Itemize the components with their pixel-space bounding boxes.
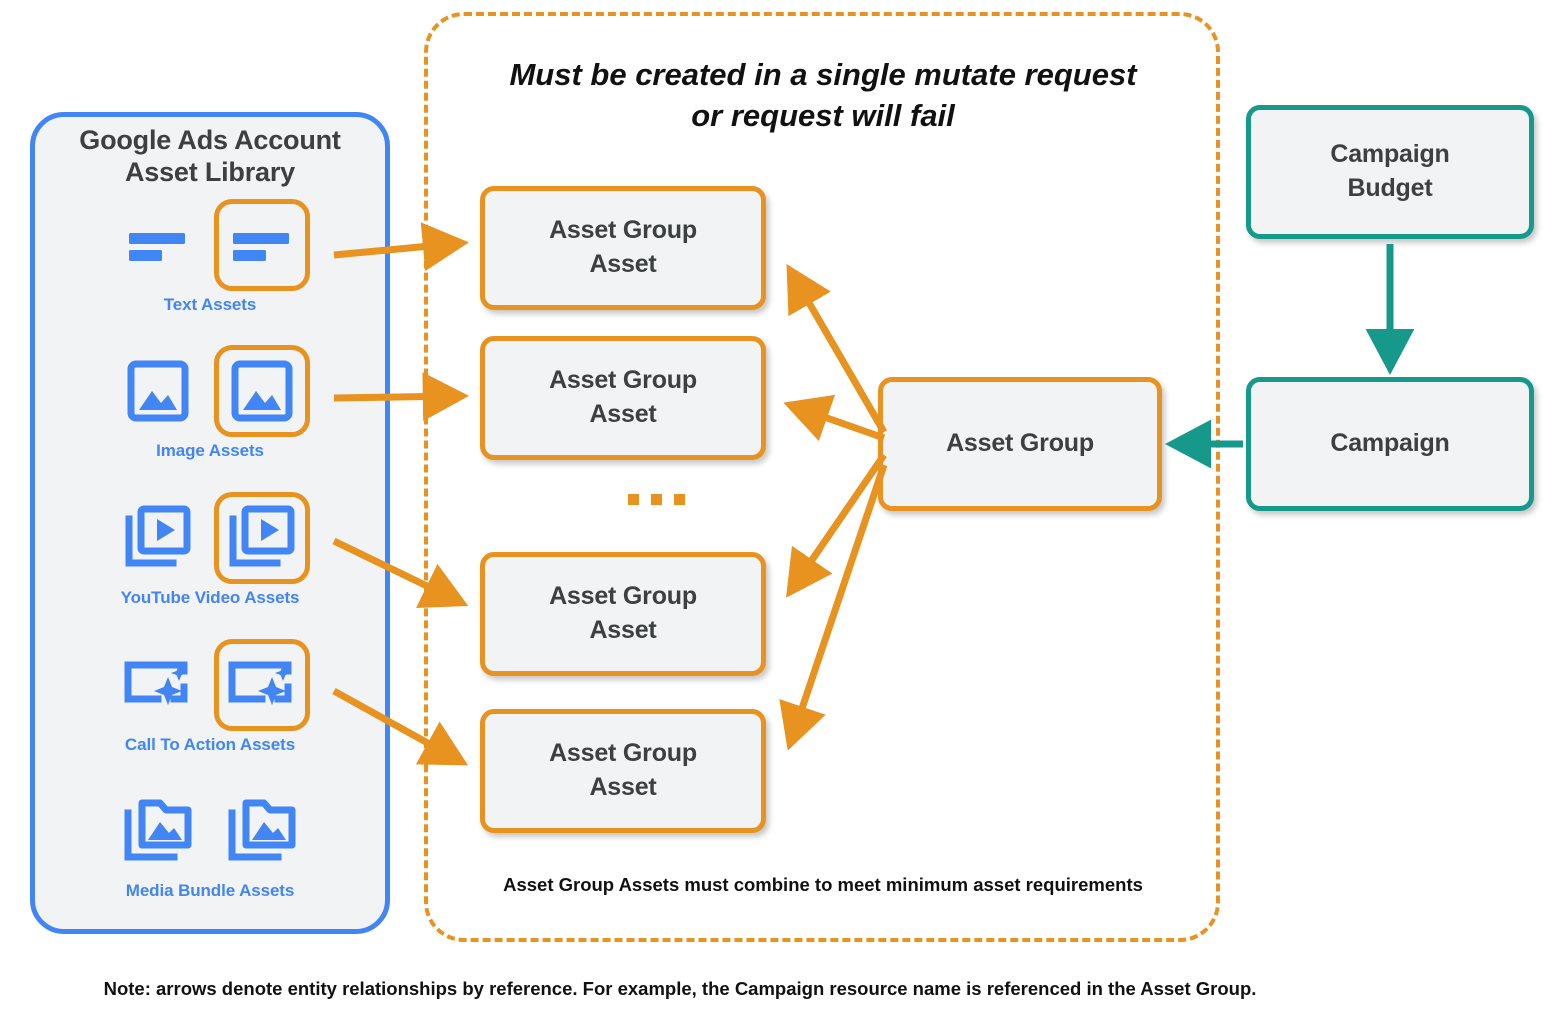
asset-label-image: Image Assets bbox=[156, 441, 264, 460]
asset-row-cta[interactable]: Call To Action Assets bbox=[35, 639, 385, 755]
asset-group-asset-label-2: Asset Group Asset bbox=[549, 364, 697, 432]
asset-group-asset-node-4[interactable]: Asset Group Asset bbox=[480, 709, 766, 833]
asset-row-media-bundle[interactable]: Media Bundle Assets bbox=[35, 785, 385, 901]
asset-group-asset-label-3: Asset Group Asset bbox=[549, 580, 697, 648]
ellipsis-dot bbox=[628, 494, 639, 505]
aga-line1: Asset Group bbox=[549, 582, 697, 611]
image-icon-plain bbox=[110, 345, 206, 437]
video-stack-icon-highlighted[interactable] bbox=[214, 492, 310, 584]
call-to-action-icon-highlighted[interactable] bbox=[214, 639, 310, 731]
mutate-request-container bbox=[424, 12, 1220, 942]
asset-label-video: YouTube Video Assets bbox=[120, 588, 300, 607]
asset-row-image[interactable]: Image Assets bbox=[35, 345, 385, 461]
campaign-budget-line2: Budget bbox=[1347, 174, 1433, 202]
ellipsis-indicator bbox=[628, 494, 685, 505]
asset-group-node[interactable]: Asset Group bbox=[878, 377, 1162, 511]
asset-row-video[interactable]: YouTube Video Assets bbox=[35, 492, 385, 608]
aga-line1: Asset Group bbox=[549, 216, 697, 245]
asset-group-asset-node-2[interactable]: Asset Group Asset bbox=[480, 336, 766, 460]
campaign-budget-node[interactable]: Campaign Budget bbox=[1246, 105, 1534, 239]
mutate-heading-line1: Must be created in a single mutate reque… bbox=[509, 57, 1137, 92]
asset-group-label: Asset Group bbox=[946, 429, 1094, 458]
media-bundle-folder-icon-plain-1 bbox=[110, 785, 206, 877]
media-bundle-folder-icon-plain-2 bbox=[214, 785, 310, 877]
text-lines-icon-highlighted[interactable] bbox=[214, 199, 310, 291]
text-asset-icon-pair bbox=[35, 199, 385, 291]
video-stack-icon-plain bbox=[110, 492, 206, 584]
mutate-heading-line2: or request will fail bbox=[691, 98, 955, 134]
image-asset-icon-pair bbox=[35, 345, 385, 437]
mutate-footer-note: Asset Group Assets must combine to meet … bbox=[503, 874, 1143, 895]
campaign-budget-label: Campaign Budget bbox=[1330, 138, 1449, 206]
asset-label-media-bundle: Media Bundle Assets bbox=[125, 881, 295, 900]
asset-group-asset-node-3[interactable]: Asset Group Asset bbox=[480, 552, 766, 676]
aga-line1: Asset Group bbox=[549, 739, 697, 768]
mutate-heading: Must be created in a single mutate reque… bbox=[438, 54, 1208, 136]
asset-row-text[interactable]: Text Assets bbox=[35, 199, 385, 315]
asset-group-asset-label-4: Asset Group Asset bbox=[549, 737, 697, 805]
ellipsis-dot bbox=[651, 494, 662, 505]
campaign-node[interactable]: Campaign bbox=[1246, 377, 1534, 511]
video-asset-icon-pair bbox=[35, 492, 385, 584]
aga-line2: Asset bbox=[589, 250, 657, 278]
campaign-budget-line1: Campaign bbox=[1330, 140, 1450, 169]
ellipsis-dot bbox=[674, 494, 685, 505]
aga-line2: Asset bbox=[589, 616, 657, 644]
aga-line2: Asset bbox=[589, 773, 657, 801]
asset-group-asset-label-1: Asset Group Asset bbox=[549, 214, 697, 282]
media-bundle-icon-pair bbox=[35, 785, 385, 877]
asset-library-panel: Google Ads Account Asset Library bbox=[30, 112, 390, 934]
asset-library-title: Google Ads Account Asset Library bbox=[35, 125, 385, 189]
image-icon-highlighted[interactable] bbox=[214, 345, 310, 437]
asset-library-title-line1: Google Ads Account bbox=[79, 125, 341, 155]
text-lines-icon-plain bbox=[110, 199, 206, 291]
asset-label-text: Text Assets bbox=[163, 295, 257, 314]
asset-group-asset-node-1[interactable]: Asset Group Asset bbox=[480, 186, 766, 310]
diagram-footnote: Note: arrows denote entity relationships… bbox=[103, 978, 1257, 999]
aga-line2: Asset bbox=[589, 400, 657, 428]
asset-library-title-line2: Asset Library bbox=[125, 156, 295, 187]
cta-asset-icon-pair bbox=[35, 639, 385, 731]
asset-label-cta: Call To Action Assets bbox=[124, 735, 296, 754]
aga-line1: Asset Group bbox=[549, 366, 697, 395]
campaign-label: Campaign bbox=[1330, 429, 1450, 458]
call-to-action-icon-plain bbox=[110, 639, 206, 731]
